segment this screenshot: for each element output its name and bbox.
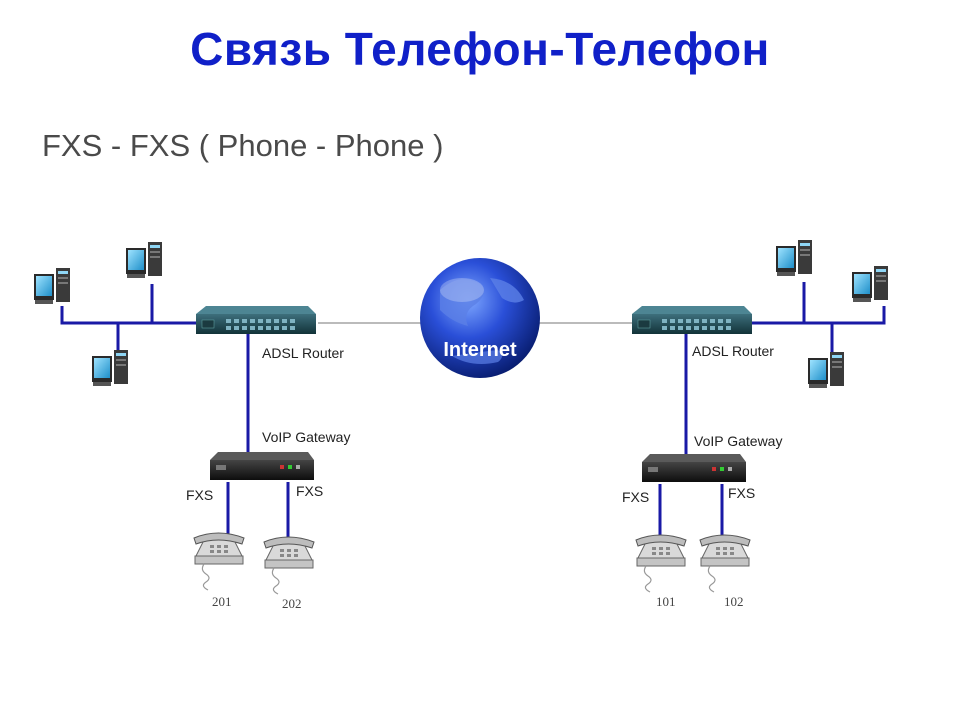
left-phone-202-ext: 202 xyxy=(282,596,302,611)
right-fxs-port-2-label: FXS xyxy=(728,485,755,501)
left-computer-3-icon xyxy=(92,350,128,386)
left-adsl-router-icon xyxy=(195,305,317,335)
left-phone-202-icon xyxy=(263,536,315,595)
right-fxs-port-1-label: FXS xyxy=(622,489,649,505)
left-phone-201-icon xyxy=(193,532,245,591)
left-router-label: ADSL Router xyxy=(262,345,344,361)
right-computer-2-icon xyxy=(852,266,888,302)
left-fxs-port-2-label: FXS xyxy=(296,483,323,499)
left-voip-gateway-icon xyxy=(210,452,314,480)
page-title: Связь Телефон-Телефон xyxy=(190,23,770,75)
right-voip-gateway-icon xyxy=(642,454,746,482)
right-phone-101-ext: 101 xyxy=(656,594,676,609)
right-adsl-router-icon xyxy=(631,305,753,335)
left-lan-links xyxy=(60,284,290,542)
right-computer-3-icon xyxy=(808,352,844,388)
left-computer-1-icon xyxy=(34,268,70,304)
left-fxs-port-1-label: FXS xyxy=(186,487,213,503)
right-router-label: ADSL Router xyxy=(692,343,774,359)
internet-globe-icon xyxy=(420,258,540,378)
right-phone-102-icon xyxy=(699,534,751,593)
left-gateway-label: VoIP Gateway xyxy=(262,429,350,445)
left-phone-201-ext: 201 xyxy=(212,594,232,609)
internet-label: Internet xyxy=(443,339,517,361)
right-gateway-label: VoIP Gateway xyxy=(694,433,782,449)
diagram-subtitle: FXS - FXS ( Phone - Phone ) xyxy=(42,128,444,163)
right-computer-1-icon xyxy=(776,240,812,276)
left-computer-2-icon xyxy=(126,242,162,278)
right-phone-101-icon xyxy=(635,534,687,593)
right-phone-102-ext: 102 xyxy=(724,594,744,609)
right-lan-links xyxy=(658,282,886,540)
